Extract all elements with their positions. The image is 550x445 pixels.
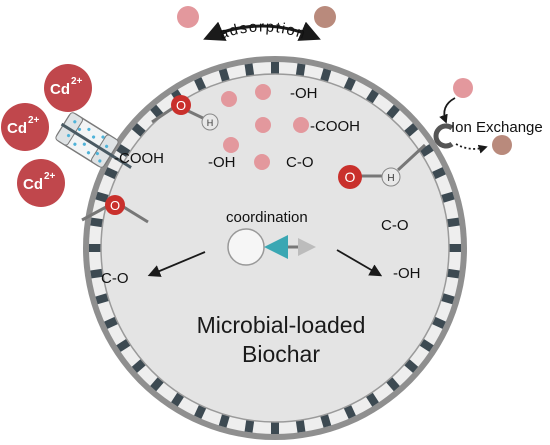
membrane-pore — [194, 404, 207, 419]
membrane-pore — [271, 62, 279, 74]
membrane-pore — [90, 217, 104, 228]
svg-text:O: O — [110, 198, 120, 213]
membrane-pore — [295, 419, 306, 433]
membrane-pore — [218, 68, 230, 83]
group-co-bottom-left: C-O — [101, 270, 129, 287]
membrane-pore — [171, 392, 185, 407]
cd-ion-middle: Cd 2+ — [1, 103, 49, 151]
adsorption-arrow — [203, 21, 321, 41]
membrane-pore — [90, 268, 104, 279]
cd-ion-bottom: Cd 2+ — [17, 159, 65, 207]
membrane-pore — [320, 68, 332, 83]
svg-text:H: H — [387, 173, 394, 184]
channel-dots — [66, 120, 109, 163]
membrane-pores — [89, 62, 461, 434]
membrane-pore — [116, 338, 131, 352]
svg-text:Cd: Cd — [50, 81, 70, 98]
group-cooh-middle: -COOH — [310, 118, 360, 135]
membrane-pore — [271, 422, 279, 434]
membrane-pore — [431, 316, 446, 329]
svg-text:Cd: Cd — [23, 176, 43, 193]
membrane-pore — [116, 144, 131, 158]
svg-text:O: O — [176, 98, 186, 113]
membrane-pore — [446, 268, 460, 279]
ion-exchange-label: Ion Exchange — [451, 119, 543, 136]
adsorption-label: adsorption — [217, 18, 308, 42]
membrane-pore — [244, 63, 255, 77]
membrane-pore — [403, 358, 419, 373]
membrane-pore — [440, 293, 455, 305]
group-cooh-channel: -COOH — [114, 150, 164, 167]
membrane-pore — [89, 244, 101, 252]
membrane-pore — [431, 167, 446, 180]
svg-text:Cd: Cd — [7, 120, 27, 137]
ion-exchange-process: Ion Exchange — [433, 78, 543, 155]
coordination-label: coordination — [226, 209, 308, 226]
membrane-pore — [343, 77, 356, 92]
membrane-pore — [320, 413, 332, 428]
membrane-pore — [104, 316, 119, 329]
membrane-channel — [55, 112, 132, 169]
membrane-pore — [446, 217, 460, 228]
ion-exchange-out-arrow — [455, 143, 488, 154]
cd-ion-top: Cd 2+ — [44, 64, 92, 112]
metal-ion-released — [492, 135, 512, 155]
membrane-pore — [365, 392, 379, 407]
coordination-complex — [227, 228, 316, 266]
membrane-pore — [440, 191, 455, 203]
membrane-pore — [295, 63, 306, 77]
membrane-pore — [131, 123, 147, 138]
hydroxyl-molecule-top: O H — [151, 95, 219, 131]
membrane-pore — [343, 404, 356, 419]
ion-exchange-in-arrow — [439, 97, 456, 124]
cell-title-line2: Biochar — [242, 341, 320, 367]
metal-ion-adsorption-right — [314, 6, 336, 28]
ether-molecule-left: O — [81, 195, 149, 224]
group-oh-top: -OH — [290, 85, 318, 102]
membrane-pore — [403, 123, 419, 138]
group-oh-bottom-right: -OH — [393, 265, 421, 282]
receptor-cup — [433, 123, 454, 149]
membrane-pore — [150, 376, 165, 392]
membrane-pore — [104, 167, 119, 180]
svg-text:2+: 2+ — [71, 76, 83, 87]
metal-ion-adsorption-left — [177, 6, 199, 28]
svg-text:2+: 2+ — [28, 115, 40, 126]
membrane-pore — [194, 77, 207, 92]
coordination-arrow-right — [336, 249, 383, 277]
membrane-pore — [95, 293, 110, 305]
group-oh-left: -OH — [208, 154, 236, 171]
membrane-pore — [365, 89, 379, 104]
coordination-arrow-left — [147, 251, 206, 277]
membrane-pore — [244, 419, 255, 433]
adsorbed-metal-ions — [221, 84, 309, 170]
cell-title-line1: Microbial-loaded — [197, 312, 366, 338]
membrane-pore — [385, 104, 400, 120]
membrane-pore — [419, 144, 434, 158]
group-co-middle: C-O — [286, 154, 314, 171]
adsorption-process: adsorption — [177, 6, 336, 43]
membrane-pore — [95, 191, 110, 203]
group-co-right: C-O — [381, 217, 409, 234]
membrane-pore — [385, 376, 400, 392]
membrane-pore — [419, 338, 434, 352]
metal-ion-incoming — [453, 78, 473, 98]
svg-text:O: O — [345, 169, 356, 185]
membrane-pore — [449, 244, 461, 252]
svg-text:2+: 2+ — [44, 171, 56, 182]
svg-text:H: H — [207, 118, 214, 128]
membrane-pore — [131, 358, 147, 373]
hydroxyl-molecule-right: O H — [338, 143, 427, 189]
membrane-pore — [218, 413, 230, 428]
